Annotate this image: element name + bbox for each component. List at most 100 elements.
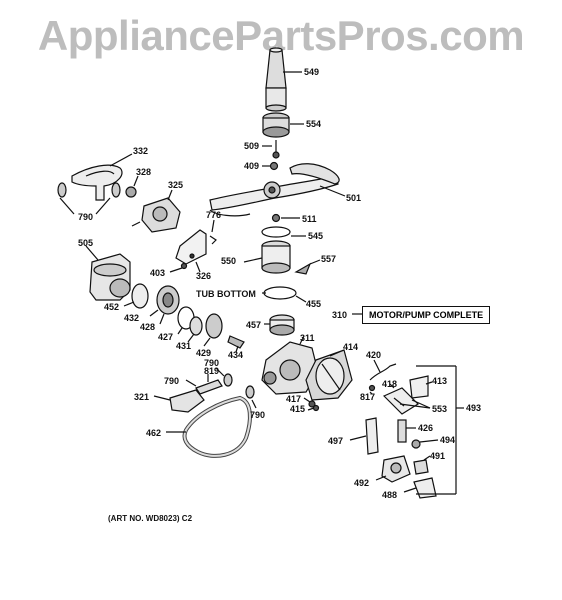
part-550-hub <box>261 240 291 274</box>
leader-332 <box>109 153 133 167</box>
label-418: 418 <box>382 379 398 389</box>
label-332: 332 <box>133 146 149 156</box>
leader-427 <box>177 327 183 335</box>
label-509: 509 <box>244 141 260 151</box>
leader-429 <box>203 337 211 347</box>
leader-790d <box>251 399 257 409</box>
label-414: 414 <box>343 342 359 352</box>
leader-491 <box>423 455 431 461</box>
part-462-drain-hose <box>182 395 252 458</box>
part-325-valve <box>131 197 181 233</box>
leader-790a <box>59 197 75 215</box>
label-417: 417 <box>286 394 302 404</box>
part-790-clamps <box>57 182 121 198</box>
leader-417 <box>303 397 311 403</box>
label-494: 494 <box>440 435 456 445</box>
part-488 <box>413 477 437 499</box>
leader-428 <box>159 313 165 325</box>
part-415 <box>312 404 320 412</box>
leader-455 <box>295 295 307 303</box>
bracket-493 <box>416 365 464 495</box>
leader-817 <box>369 391 373 395</box>
part-817 <box>368 384 376 392</box>
label-549: 549 <box>304 67 320 77</box>
label-415: 415 <box>290 404 306 414</box>
part-413 <box>409 375 429 399</box>
leader-494 <box>419 439 439 443</box>
part-790-clamp-mid <box>223 373 233 387</box>
label-790-c: 790 <box>164 376 180 386</box>
part-554-nut <box>262 112 290 138</box>
label-493: 493 <box>466 403 482 413</box>
leader-431 <box>187 333 195 343</box>
label-321: 321 <box>134 392 150 402</box>
label-557: 557 <box>321 254 337 264</box>
leader-553 <box>399 403 431 409</box>
art-number: (ART NO. WD8023) C2 <box>108 514 193 523</box>
label-497: 497 <box>328 436 344 446</box>
part-509-screw <box>272 140 280 159</box>
label-790-a: 790 <box>78 212 94 222</box>
label-488: 488 <box>382 490 398 500</box>
part-819 <box>195 379 223 395</box>
part-332-hose <box>71 164 123 201</box>
part-321 <box>169 389 205 413</box>
part-452 <box>131 283 149 309</box>
leader-414 <box>329 349 345 357</box>
label-511: 511 <box>302 214 317 224</box>
label-409: 409 <box>244 161 260 171</box>
leader-501 <box>319 185 346 197</box>
leader-492 <box>375 475 387 481</box>
part-328 <box>125 186 137 198</box>
label-431: 431 <box>176 341 192 351</box>
part-491 <box>413 459 429 475</box>
part-326-bracket <box>175 229 207 265</box>
motor-pump-complete-box: MOTOR/PUMP COMPLETE <box>362 306 491 324</box>
leader-403 <box>169 267 183 273</box>
label-776: 776 <box>206 210 222 220</box>
label-310: 310 <box>332 310 348 320</box>
label-432: 432 <box>124 313 140 323</box>
label-429: 429 <box>196 348 212 358</box>
leader-321 <box>153 395 171 401</box>
leader-790c <box>185 379 197 387</box>
label-325: 325 <box>168 180 184 190</box>
label-457: 457 <box>246 320 262 330</box>
leader-488 <box>403 487 417 493</box>
label-553: 553 <box>432 404 448 414</box>
leader-432 <box>149 309 159 317</box>
part-403 <box>180 262 188 270</box>
leader-776 <box>211 219 215 233</box>
leader-790b <box>215 367 225 377</box>
label-491: 491 <box>430 451 446 461</box>
label-427: 427 <box>158 332 174 342</box>
label-452: 452 <box>104 302 120 312</box>
part-492 <box>381 455 411 483</box>
label-403: 403 <box>150 268 166 278</box>
label-545: 545 <box>308 231 324 241</box>
part-429 <box>205 313 223 339</box>
label-413: 413 <box>432 376 448 386</box>
leader-434 <box>235 345 239 353</box>
leader-325 <box>167 189 173 201</box>
part-428-impeller <box>156 285 180 315</box>
part-494 <box>411 439 421 449</box>
part-549-tower <box>265 47 287 112</box>
part-434 <box>227 335 245 349</box>
label-501: 501 <box>346 193 362 203</box>
label-550: 550 <box>221 256 237 266</box>
leader-311 <box>299 335 305 345</box>
part-420 <box>369 363 397 381</box>
label-326: 326 <box>196 271 212 281</box>
label-554: 554 <box>306 119 322 129</box>
part-311-pump <box>261 341 319 395</box>
leader-505 <box>85 245 99 261</box>
part-790-clamp-right <box>245 385 255 399</box>
label-420: 420 <box>366 350 382 360</box>
part-431 <box>189 316 203 336</box>
leader-415 <box>307 407 315 411</box>
part-417 <box>308 400 316 408</box>
label-311: 311 <box>300 333 315 343</box>
part-545-ring <box>261 226 291 238</box>
leader-418 <box>389 383 395 389</box>
